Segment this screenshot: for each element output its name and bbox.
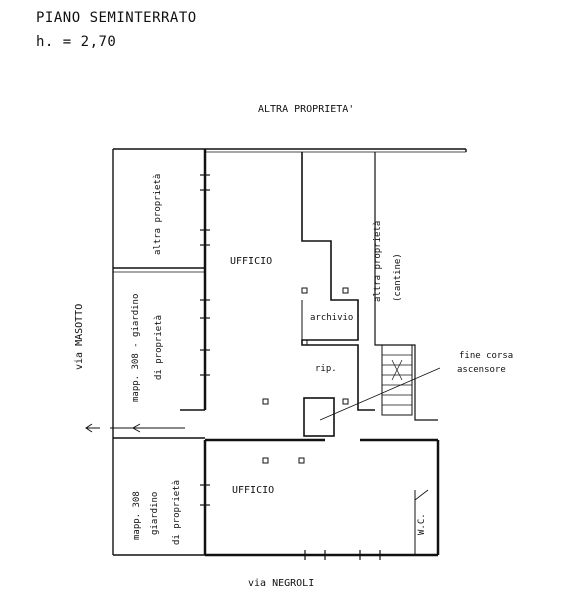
archive-label: archivio <box>310 313 354 323</box>
top-property-label: ALTRA PROPRIETA' <box>258 104 355 115</box>
left-bottom-room-label-3: di proprietà <box>172 479 182 545</box>
elevator-label-1: fine corsa <box>459 351 514 361</box>
left-bottom-room-label-2: giardino <box>150 491 160 535</box>
storage-label: rip. <box>315 364 337 374</box>
office-lower-label: UFFICIO <box>232 485 275 496</box>
wc-label: W.C. <box>417 513 427 535</box>
elevator-shaft <box>303 397 335 437</box>
office-upper-label: UFFICIO <box>230 256 273 267</box>
street-bottom-label: via NEGROLI <box>248 578 315 589</box>
left-bottom-room-label-1: mapp. 308 <box>132 491 142 540</box>
staircase <box>381 344 413 416</box>
left-mid-room-label-1: mapp. 308 - giardino <box>131 293 141 402</box>
left-top-room-label: altra proprietà <box>153 173 163 255</box>
left-mid-room-label-2: di proprietà <box>154 314 164 380</box>
wc-door <box>414 489 429 501</box>
right-property-label-2: (cantine) <box>393 253 403 302</box>
floor-height: h. = 2,70 <box>36 34 117 50</box>
street-left-label: via MASOTTO <box>74 303 85 370</box>
elevator-label-2: ascensore <box>457 365 506 375</box>
right-property-label-1: altra proprietà <box>373 220 383 302</box>
right-property-wall <box>374 152 438 421</box>
partition-upper <box>301 152 375 411</box>
elevator-leader <box>319 367 441 421</box>
floor-title: PIANO SEMINTERRATO <box>36 10 197 26</box>
